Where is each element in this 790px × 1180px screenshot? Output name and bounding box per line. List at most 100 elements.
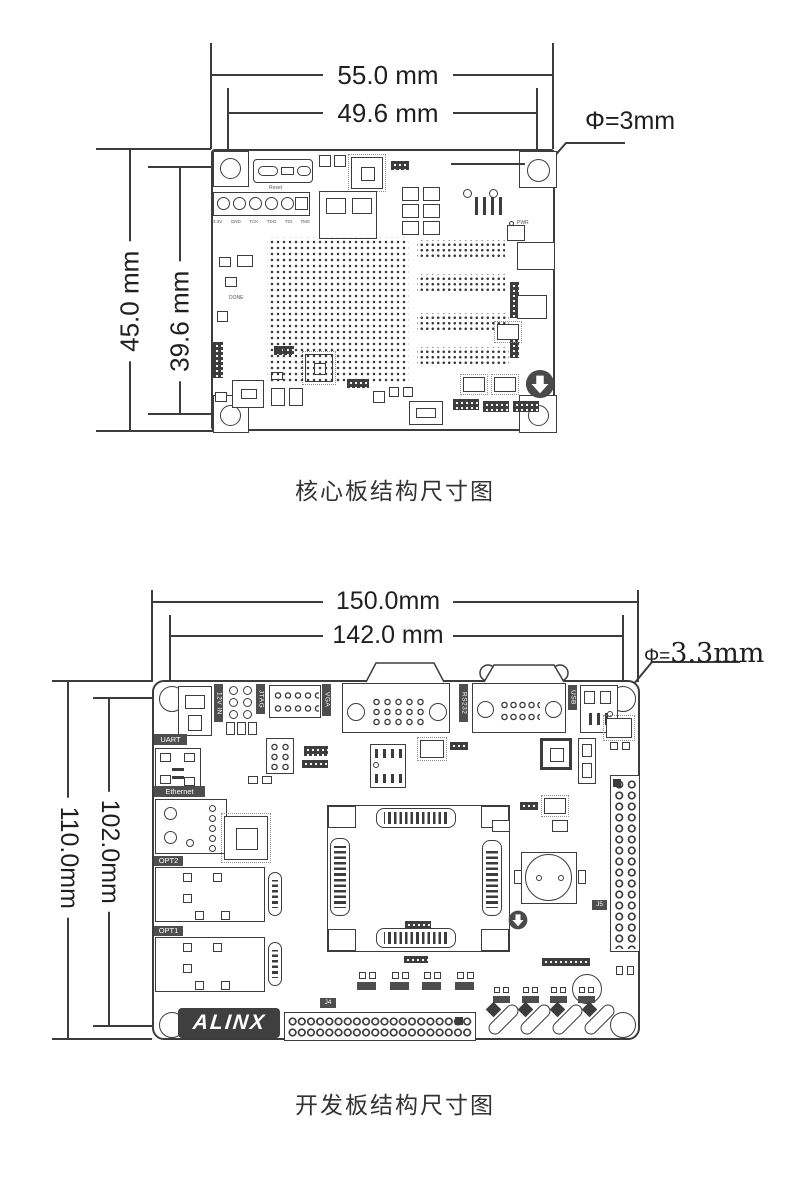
core-board-caption: 核心板结构尺寸图 <box>295 478 495 504</box>
component <box>423 204 440 218</box>
oscillator <box>492 820 510 832</box>
dc-jack <box>178 686 212 736</box>
opt1-sfp-cage <box>155 937 265 992</box>
dev-height-outer-dim: 110.0mm <box>54 797 83 918</box>
power-in-label: 12V IN <box>214 684 223 722</box>
dev-board-caption: 开发板结构尺寸图 <box>295 1092 495 1118</box>
led-tag <box>455 982 474 990</box>
led-tag <box>550 996 567 1003</box>
jtag-pad-row <box>213 192 310 216</box>
led <box>359 972 366 979</box>
flash-socket <box>370 744 406 788</box>
battery-holder <box>521 852 577 904</box>
component <box>237 722 246 735</box>
opt2-sfp-cage <box>155 867 265 922</box>
led <box>523 987 529 993</box>
component <box>403 387 413 397</box>
led <box>588 987 594 993</box>
pwr-label: PWR <box>517 220 529 226</box>
sfp-connector <box>268 942 282 986</box>
download-arrow-icon <box>525 369 555 399</box>
led <box>402 972 409 979</box>
dev-height-inner-dim: 102.0mm <box>95 791 124 912</box>
component <box>271 388 285 406</box>
b2b-connector <box>330 838 350 916</box>
pin-header <box>483 401 509 412</box>
reset-button-area <box>253 159 313 183</box>
led-tag <box>522 996 539 1003</box>
pin-header <box>302 760 328 768</box>
soic-ic <box>494 321 522 343</box>
pwr-led <box>509 221 514 226</box>
component <box>373 391 385 403</box>
pin-header <box>542 958 590 966</box>
pin-pad <box>229 710 238 719</box>
gpio-header <box>610 775 640 952</box>
rs232-label: RS232 <box>459 684 468 722</box>
toggle-switch <box>578 738 596 784</box>
pin-header <box>513 401 539 412</box>
done-label: DONE <box>229 295 244 301</box>
component <box>627 966 634 975</box>
b2b-connector-grid <box>417 347 509 364</box>
component <box>237 255 253 267</box>
soic-ic <box>417 737 447 761</box>
led <box>369 972 376 979</box>
jtag-label: JTAG <box>256 684 265 714</box>
mounting-hole <box>610 1012 636 1038</box>
component <box>289 388 303 406</box>
component <box>552 820 568 832</box>
component <box>517 242 555 270</box>
sfp-connector <box>268 872 282 916</box>
pin-header <box>304 746 328 756</box>
opt2-label: OPT2 <box>154 856 183 866</box>
soic-ic <box>460 374 488 395</box>
vga-label: VGA <box>322 684 331 716</box>
component <box>262 776 272 784</box>
ethernet-rj45 <box>155 799 227 854</box>
push-button <box>581 1001 618 1038</box>
component <box>391 161 409 170</box>
dip-ic <box>266 738 294 774</box>
component <box>248 776 258 784</box>
component <box>451 163 525 165</box>
led <box>532 987 538 993</box>
b2b-connector <box>376 928 456 948</box>
led <box>503 987 509 993</box>
core-height-outer-dim: 45.0 mm <box>115 241 145 362</box>
pin-pad <box>243 686 252 695</box>
led-tag <box>578 996 595 1003</box>
dev-width-inner-dim: 142.0 mm <box>323 621 453 650</box>
pin-header <box>510 282 519 318</box>
led <box>551 987 557 993</box>
component <box>319 191 377 239</box>
component <box>217 311 228 322</box>
qfp-ic <box>348 154 386 192</box>
push-button <box>485 1001 522 1038</box>
crystal <box>475 197 502 215</box>
pin-pad <box>243 710 252 719</box>
qfn-ic <box>540 738 572 770</box>
b2b-connector-grid <box>417 313 509 330</box>
component <box>248 722 257 735</box>
alinx-logo: ALINX <box>178 1008 280 1038</box>
component <box>402 221 419 235</box>
led <box>457 972 464 979</box>
j4-label: J4 <box>320 998 336 1008</box>
led <box>494 987 500 993</box>
dev-board-drawing: 12V IN JTAG VGA RS232 USB <box>152 662 640 1041</box>
b2b-connector <box>376 808 456 828</box>
core-width-outer-dim: 55.0 mm <box>323 61 453 90</box>
b2b-connector-grid <box>417 240 505 257</box>
core-height-inner-dim: 39.6 mm <box>165 261 195 382</box>
ethernet-label: Ethernet <box>154 786 205 797</box>
component <box>402 204 419 218</box>
led <box>424 972 431 979</box>
soic-ic <box>603 715 635 741</box>
jtag-connector <box>269 685 321 718</box>
pin-pad <box>229 686 238 695</box>
opt1-label: OPT1 <box>154 926 183 936</box>
vga-connector <box>342 683 450 733</box>
mounting-hole <box>519 151 557 188</box>
